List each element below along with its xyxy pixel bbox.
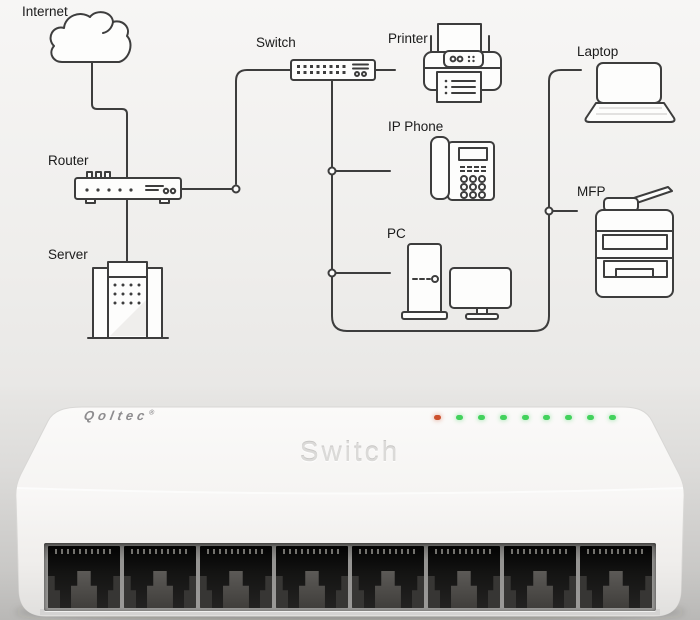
port-wall-right bbox=[259, 575, 272, 608]
port-wall-left bbox=[124, 575, 137, 608]
port-latch-slot bbox=[603, 570, 629, 608]
port-latch-slot bbox=[375, 570, 401, 608]
port-wall-right bbox=[487, 575, 500, 608]
port-strip bbox=[44, 543, 656, 611]
rj45-port bbox=[428, 546, 500, 608]
ip-phone-icon bbox=[430, 136, 495, 201]
server-icon bbox=[87, 261, 169, 339]
port-latch-slot bbox=[451, 570, 477, 608]
port-wall-left bbox=[200, 575, 213, 608]
brand-text: Qoltec bbox=[82, 408, 150, 423]
mfp-copier-icon bbox=[595, 186, 674, 298]
port-pins bbox=[587, 549, 645, 554]
router-icon bbox=[74, 171, 182, 204]
printer-icon bbox=[423, 23, 502, 103]
cloud-icon bbox=[49, 11, 132, 63]
port-latch-slot bbox=[147, 570, 173, 608]
pc-label: PC bbox=[387, 226, 406, 241]
port-wall-right bbox=[335, 575, 348, 608]
port-status-led bbox=[587, 414, 595, 420]
router-label: Router bbox=[48, 153, 89, 168]
rj45-port bbox=[200, 546, 272, 608]
rj45-port bbox=[352, 546, 424, 608]
port-wall-right bbox=[183, 575, 196, 608]
brand-reg-mark: ® bbox=[148, 409, 155, 417]
port-wall-left bbox=[504, 575, 517, 608]
desktop-pc-icon bbox=[401, 243, 512, 320]
switch-label: Switch bbox=[256, 35, 296, 50]
port-status-led bbox=[499, 414, 507, 420]
port-pins bbox=[131, 549, 189, 554]
junction-dots bbox=[231, 166, 554, 278]
port-wall-right bbox=[639, 575, 652, 608]
server-label: Server bbox=[48, 247, 88, 262]
laptop-icon bbox=[584, 62, 676, 123]
port-wall-right bbox=[107, 575, 120, 608]
printer-label: Printer bbox=[388, 31, 428, 46]
port-status-led bbox=[609, 414, 616, 420]
port-wall-left bbox=[352, 575, 365, 608]
brand-logo: Qoltec® bbox=[83, 408, 155, 423]
port-status-led bbox=[455, 414, 463, 420]
port-status-led bbox=[521, 414, 529, 420]
port-latch-slot bbox=[527, 570, 553, 608]
rj45-port bbox=[48, 546, 120, 608]
mfp-label: MFP bbox=[577, 184, 606, 199]
port-wall-left bbox=[580, 575, 593, 608]
port-wall-left bbox=[48, 575, 61, 608]
port-wall-right bbox=[411, 575, 424, 608]
port-latch-slot bbox=[299, 570, 325, 608]
port-pins bbox=[435, 549, 493, 554]
port-pins bbox=[207, 549, 265, 554]
rj45-port bbox=[504, 546, 576, 608]
port-pins bbox=[283, 549, 341, 554]
connection-lines bbox=[91, 62, 582, 332]
internet-label: Internet bbox=[22, 4, 68, 19]
rj45-port bbox=[276, 546, 348, 608]
port-status-led bbox=[477, 414, 485, 420]
port-wall-right bbox=[563, 575, 576, 608]
port-status-led bbox=[543, 414, 551, 420]
rj45-port bbox=[124, 546, 196, 608]
port-wall-left bbox=[276, 575, 289, 608]
port-pins bbox=[359, 549, 417, 554]
laptop-label: Laptop bbox=[577, 44, 619, 59]
network-switch-icon bbox=[290, 59, 376, 81]
device-model-label: Switch bbox=[299, 436, 401, 467]
port-latch-slot bbox=[71, 570, 97, 608]
power-led bbox=[434, 414, 441, 420]
ip-phone-label: IP Phone bbox=[388, 119, 444, 134]
port-status-led bbox=[565, 414, 573, 420]
port-pins bbox=[511, 549, 569, 554]
port-latch-slot bbox=[223, 570, 249, 608]
rj45-port bbox=[580, 546, 652, 608]
port-wall-left bbox=[428, 575, 441, 608]
led-row bbox=[434, 414, 616, 420]
port-pins bbox=[55, 549, 113, 554]
